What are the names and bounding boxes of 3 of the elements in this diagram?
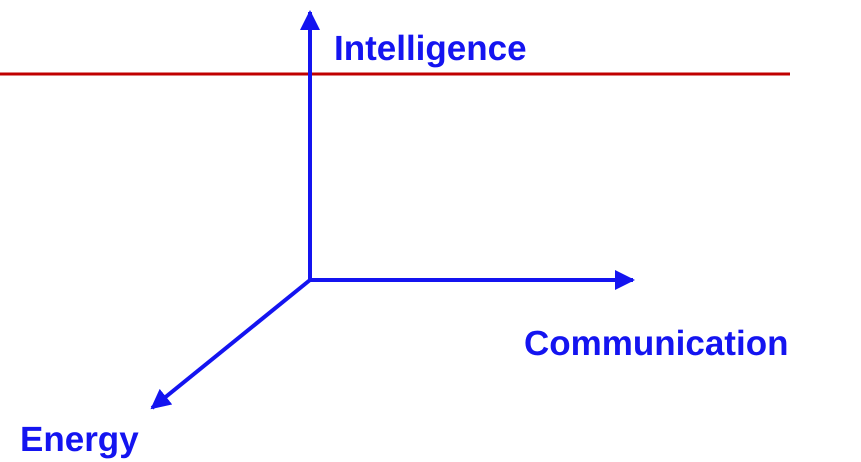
axis-label: Communication <box>524 324 788 364</box>
axis-label: Intelligence <box>334 29 527 69</box>
axis-label: Energy <box>20 420 139 460</box>
